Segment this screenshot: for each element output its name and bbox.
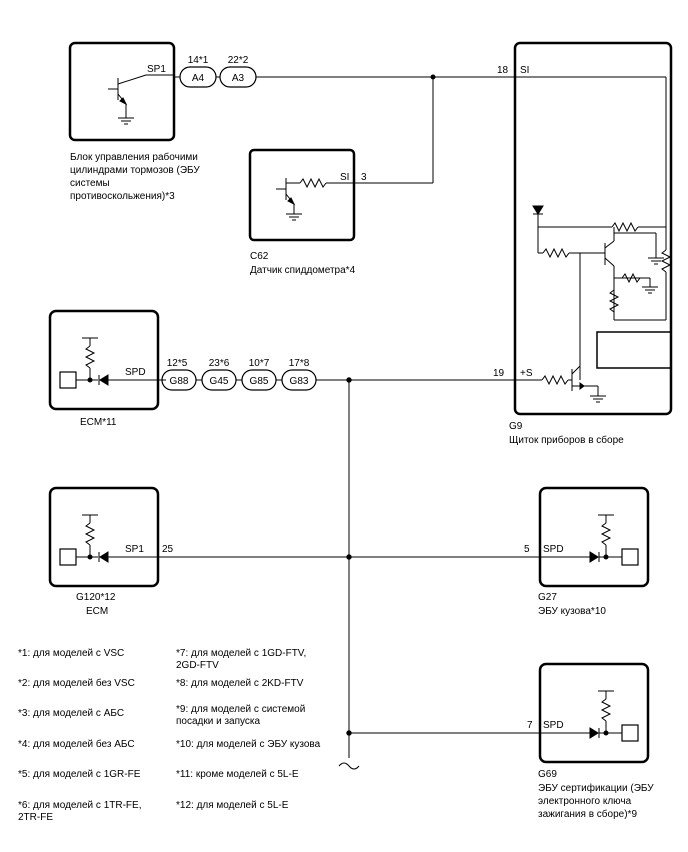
cert-ecu-pin-num: 7 (527, 720, 533, 731)
wire-break-symbol (338, 762, 360, 770)
footnote-1: *1: для моделей с VSC (18, 648, 125, 659)
cert-ecu-name: ЭБУ сертификации (ЭБУ электронного ключа… (538, 783, 654, 820)
sensor-pin-num: 3 (361, 172, 367, 183)
meter-s-num: 19 (493, 368, 505, 379)
ecm-12-name: ECM (86, 606, 109, 617)
body-ecu-pin-num: 5 (524, 544, 530, 555)
meter-code: G9 (509, 421, 523, 432)
ecm-11-box (48, 309, 166, 411)
footnote-12: *12: для моделей с 5L-E (176, 800, 289, 811)
footnote-6: *6: для моделей с 1TR-FE, 2TR-FE (18, 800, 142, 823)
ecm-11-pin-label: SPD (125, 367, 146, 378)
meter-s-label: +S (520, 368, 533, 379)
abs-ecu-pin-label: SP1 (147, 64, 166, 75)
body-ecu-name: ЭБУ кузова*10 (538, 606, 606, 617)
connector-g85-label: G85 (250, 376, 269, 387)
connector-g88-note: 12*5 (167, 358, 188, 369)
connector-a3-note: 22*2 (228, 55, 249, 66)
body-ecu-code: G27 (538, 592, 557, 603)
connector-g88-label: G88 (170, 376, 189, 387)
connector-g85-note: 10*7 (249, 358, 270, 369)
speed-sensor-box (248, 148, 356, 242)
abs-ecu-box (68, 41, 176, 142)
footnote-4: *4: для моделей без АБС (18, 739, 135, 750)
meter-name: Щиток приборов в сборе (509, 435, 624, 446)
certification-ecu-box (538, 662, 650, 764)
connector-a4-note: 14*1 (188, 55, 209, 66)
ecm-11-caption: ECM*11 (80, 417, 117, 428)
cert-ecu-pin-label: SPD (543, 720, 564, 731)
meter-si-num: 18 (497, 65, 509, 76)
body-ecu-pin-label: SPD (543, 544, 564, 555)
combination-meter-box (513, 41, 673, 416)
abs-ecu-caption: Блок управления рабочими цилиндрами торм… (70, 152, 200, 202)
footnote-7: *7: для моделей с 1GD-FTV, 2GD-FTV (176, 648, 307, 671)
footnote-3: *3: для моделей с АБС (18, 708, 125, 719)
connector-g83-label: G83 (290, 376, 309, 387)
ecm-12-code: G120*12 (76, 592, 116, 603)
sensor-pin-label: SI (340, 172, 349, 183)
connector-a3-label: A3 (232, 73, 245, 84)
ecm-12-box (48, 486, 160, 588)
footnote-10: *10: для моделей с ЭБУ кузова (176, 739, 321, 750)
footnote-2: *2: для моделей без VSC (18, 678, 135, 689)
footnote-9: *9: для моделей с системой посадки и зап… (176, 704, 306, 727)
cert-ecu-code: G69 (538, 769, 557, 780)
connector-g45-note: 23*6 (209, 358, 230, 369)
body-ecu-box (538, 486, 650, 588)
footnote-11: *11: кроме моделей с 5L-E (176, 769, 299, 780)
connector-a4-label: A4 (192, 73, 205, 84)
footnote-5: *5: для моделей с 1GR-FE (18, 769, 141, 780)
ecm-12-pin-label: SP1 (125, 544, 144, 555)
connector-g45-label: G45 (210, 376, 229, 387)
connector-g83-note: 17*8 (289, 358, 310, 369)
ecm-12-pin-num: 25 (162, 544, 174, 555)
meter-si-label: SI (520, 65, 529, 76)
sensor-code: C62 (250, 251, 269, 262)
footnote-8: *8: для моделей с 2KD-FTV (176, 678, 304, 689)
sensor-name: Датчик спиддометра*4 (250, 265, 356, 276)
